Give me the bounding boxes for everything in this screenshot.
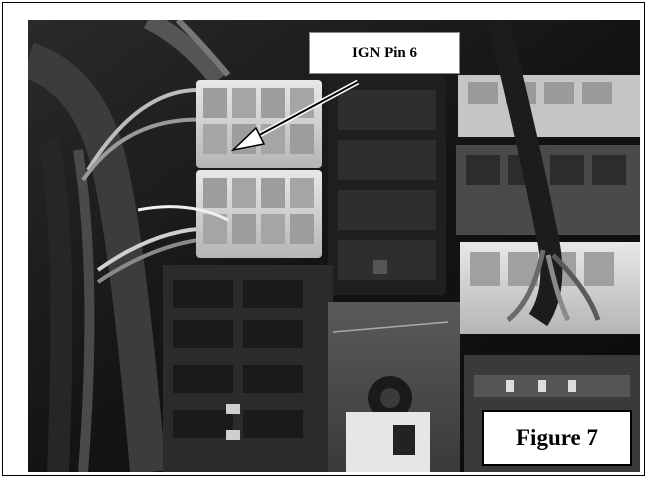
wire-harness-top — [143, 20, 231, 86]
center-dark-socket — [328, 75, 446, 295]
wire-harness-left — [28, 42, 234, 472]
figure-caption: Figure 7 — [482, 410, 632, 466]
wire-harness-right — [487, 20, 601, 327]
fuse-box-photo — [28, 20, 640, 472]
ign-wire — [137, 205, 229, 222]
fuse-block — [163, 265, 333, 472]
pointer-arrow — [230, 79, 360, 152]
lower-connector — [196, 170, 322, 258]
ign-pin-callout: IGN Pin 6 — [309, 32, 460, 74]
label-sticker — [346, 412, 430, 472]
photo-illustration — [28, 20, 640, 472]
upper-connector — [196, 80, 322, 168]
